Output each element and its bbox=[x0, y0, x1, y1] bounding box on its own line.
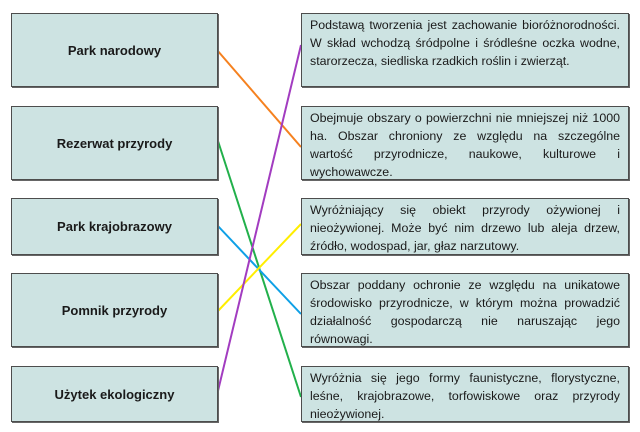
term-box-park-narodowy[interactable]: Park narodowy bbox=[11, 13, 218, 87]
term-box-pomnik-przyrody[interactable]: Pomnik przyrody bbox=[11, 273, 218, 347]
connection-line-1-to-2 bbox=[216, 49, 302, 148]
term-label: Użytek ekologiczny bbox=[54, 386, 175, 402]
definition-text: Obszar poddany ochronie ze względu na un… bbox=[310, 278, 620, 346]
definition-box-5[interactable]: Wyróżnia się jego formy faunistyczne, fl… bbox=[301, 366, 629, 422]
term-box-uzytek-ekologiczny[interactable]: Użytek ekologiczny bbox=[11, 366, 218, 422]
definition-box-4[interactable]: Obszar poddany ochronie ze względu na un… bbox=[301, 273, 629, 347]
term-label: Park krajobrazowy bbox=[57, 219, 172, 234]
connection-line-3-to-4 bbox=[216, 224, 302, 315]
term-box-park-krajobrazowy[interactable]: Park krajobrazowy bbox=[11, 198, 218, 255]
term-box-rezerwat-przyrody[interactable]: Rezerwat przyrody bbox=[11, 106, 218, 180]
term-label: Pomnik przyrody bbox=[61, 302, 168, 318]
definition-text: Wyróżnia się jego formy faunistyczne, fl… bbox=[310, 371, 620, 421]
connection-line-4-to-3 bbox=[216, 223, 302, 313]
definition-text: Podstawą tworzenia jest zachowanie bioró… bbox=[310, 18, 620, 68]
definition-text: Wyróżniający się obiekt przyrody ożywion… bbox=[310, 203, 620, 253]
definition-box-2[interactable]: Obejmuje obszary o powierzchni nie mniej… bbox=[301, 106, 629, 180]
term-label: Park narodowy bbox=[67, 42, 162, 58]
definition-box-3[interactable]: Wyróżniający się obiekt przyrody ożywion… bbox=[301, 198, 629, 255]
definition-text: Obejmuje obszary o powierzchni nie mniej… bbox=[310, 111, 620, 179]
definition-box-1[interactable]: Podstawą tworzenia jest zachowanie bioró… bbox=[301, 13, 629, 87]
term-label: Rezerwat przyrody bbox=[56, 135, 173, 151]
connection-line-2-to-5 bbox=[216, 137, 302, 398]
connection-line-5-to-1 bbox=[216, 44, 302, 396]
